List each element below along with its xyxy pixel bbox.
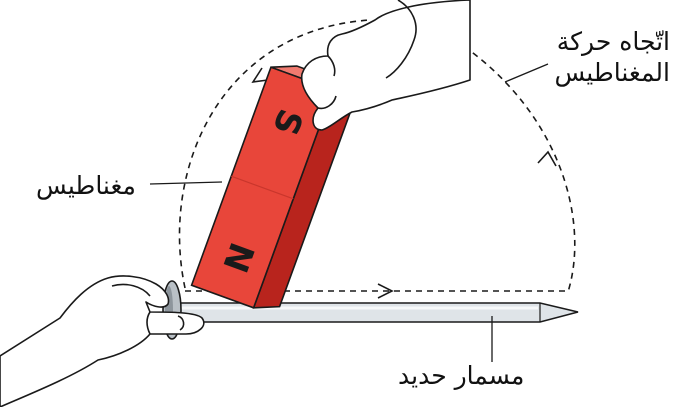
leader-direction (505, 64, 548, 82)
label-magnet: مغناطيس (36, 170, 136, 201)
right-hand (302, 0, 470, 130)
arrowhead-right-arc (538, 152, 556, 166)
label-direction-line2: المغناطيس (554, 57, 670, 88)
label-direction: اتّجاه حركة المغناطيس (554, 26, 670, 89)
leader-magnet (150, 182, 222, 184)
label-direction-line1: اتّجاه حركة (554, 26, 670, 57)
label-nail: مسمار حديد (398, 360, 524, 391)
